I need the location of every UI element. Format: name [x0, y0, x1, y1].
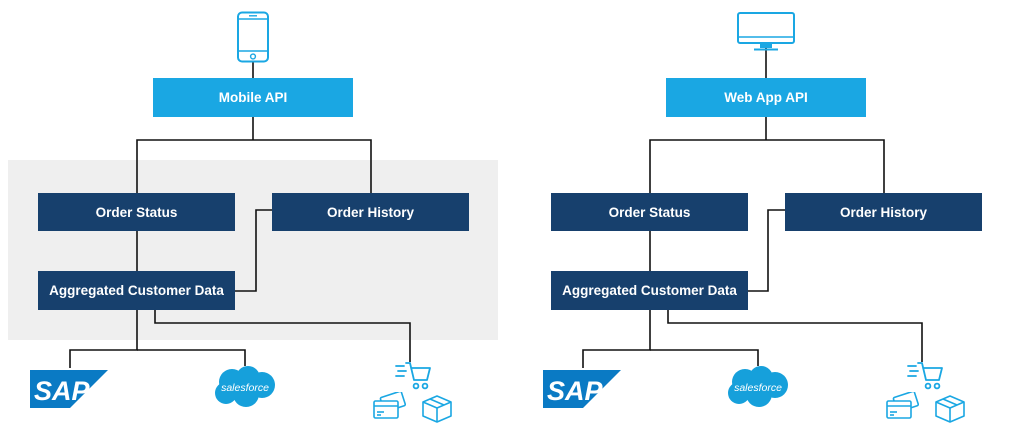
salesforce-logo-text: salesforce — [221, 382, 269, 394]
smartphone-icon — [237, 11, 269, 63]
connector-sap-left — [69, 310, 138, 368]
package-icon — [422, 395, 452, 423]
connector-sap-right — [582, 310, 651, 368]
desktop-monitor-icon — [737, 12, 795, 51]
aggregated-data-box-right: Aggregated Customer Data — [551, 271, 748, 310]
order-status-box-right: Order Status — [551, 193, 748, 231]
salesforce-logo-left: salesforce — [215, 366, 275, 407]
connector-api-services-right — [649, 139, 885, 193]
sap-logo-text: SAP — [34, 376, 91, 406]
credit-card-icon — [886, 392, 919, 419]
api-box-left: Mobile API — [153, 78, 353, 117]
order-history-box-right: Order History — [785, 193, 982, 231]
salesforce-logo-text: salesforce — [734, 382, 782, 394]
connector-history-aggregated-left — [235, 209, 272, 292]
aggregated-data-box-left: Aggregated Customer Data — [38, 271, 235, 310]
order-history-box-left: Order History — [272, 193, 469, 231]
connector-salesforce-right — [650, 349, 759, 366]
sap-logo-text: SAP — [547, 376, 604, 406]
sap-logo-left: SAP — [30, 370, 108, 408]
sap-logo-right: SAP — [543, 370, 621, 408]
backend-panel-left — [8, 160, 498, 340]
connector-api-services-left — [136, 139, 372, 193]
connector-commerce-right — [667, 310, 923, 362]
cart-icon — [907, 362, 943, 390]
package-icon — [935, 395, 965, 423]
cart-icon — [395, 362, 431, 390]
credit-card-icon — [373, 392, 406, 419]
order-status-box-left: Order Status — [38, 193, 235, 231]
connector-commerce-left — [154, 310, 411, 362]
connector-history-aggregated-right — [748, 209, 785, 292]
connector-salesforce-left — [137, 349, 246, 366]
api-box-right: Web App API — [666, 78, 866, 117]
salesforce-logo-right: salesforce — [728, 366, 788, 407]
